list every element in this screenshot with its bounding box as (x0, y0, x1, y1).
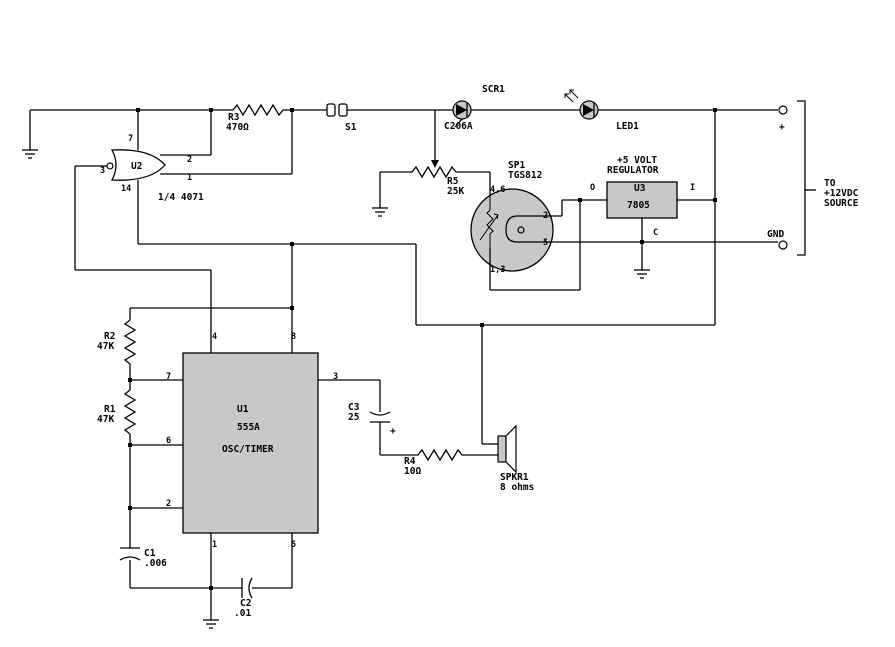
c3-ref: C3 (348, 402, 360, 413)
u2-pin1: 1 (187, 173, 192, 183)
plus-terminal (778, 105, 788, 115)
r2-value: 47K (97, 341, 114, 352)
gnd-label: GND (767, 229, 784, 240)
u3-title-line2: REGULATOR (607, 165, 659, 176)
spkr1-value: 8 ohms (500, 482, 534, 493)
r4-resistor (410, 448, 498, 462)
u2-pin3: 3 (100, 166, 105, 176)
u1-pin1: 1 (212, 540, 217, 550)
u2-pin7: 7 (128, 134, 133, 144)
r4-value: 10Ω (404, 466, 421, 477)
sp1-gas-sensor (470, 188, 554, 272)
u1-pin4: 4 (212, 332, 217, 342)
u2-part: 1/4 4071 (158, 192, 204, 203)
u3-ref: U3 (634, 183, 646, 194)
c1-value: .006 (144, 558, 167, 569)
r5-potentiometer (400, 165, 490, 179)
sp1-ref: SP1 (508, 160, 525, 171)
u2-pin14: 14 (121, 184, 131, 194)
c3-polarity: + (390, 426, 396, 437)
u1-pin2: 2 (166, 499, 171, 509)
c3-value: 25 (348, 412, 360, 423)
u1-desc: OSC/TIMER (222, 444, 274, 455)
spkr1-speaker (497, 424, 517, 474)
sp1-part: TGS812 (508, 170, 542, 181)
r5-value: 25K (447, 186, 464, 197)
r1-value: 47K (97, 414, 114, 425)
u3-ground-symbol (634, 269, 650, 279)
source-label-line2: +12VDC (824, 188, 859, 199)
r1-ref: R1 (104, 404, 116, 415)
c3-capacitor (369, 411, 391, 423)
r3-ref: R3 (228, 112, 240, 123)
s1-ref: S1 (345, 122, 357, 133)
sp1-pin-5: 5 (543, 238, 548, 248)
bottom-ground-symbol (203, 619, 219, 629)
c2-capacitor (241, 577, 253, 599)
scr1-part: C206A (444, 121, 473, 132)
r5-ground-symbol (372, 207, 388, 217)
led1-ref: LED1 (616, 121, 639, 132)
u1-pin6: 6 (166, 436, 171, 446)
u1-pin8: 8 (291, 332, 296, 342)
sp1-pin-1-3: 1,3 (490, 265, 505, 275)
c2-ref: C2 (240, 598, 251, 609)
s1-switch (326, 103, 348, 117)
u3-pin-o: O (590, 183, 595, 193)
junction-dots (128, 108, 717, 590)
u1-left-wiring (129, 379, 293, 620)
scr1-ref: SCR1 (482, 84, 505, 95)
r2-ref: R2 (104, 331, 115, 342)
source-label-line3: SOURCE (824, 198, 859, 209)
u1-pin3: 3 (333, 372, 338, 382)
spkr1-ref: SPKR1 (500, 472, 529, 483)
r1-resistor (123, 380, 137, 445)
plus-label: + (779, 122, 785, 133)
u1-ref: U1 (237, 404, 249, 415)
u1-part: 555A (237, 422, 260, 433)
u3-part: 7805 (627, 200, 650, 211)
scr1-thyristor (452, 100, 472, 128)
led1-diode (564, 89, 599, 120)
r3-value: 470Ω (226, 122, 249, 133)
ground-symbol (22, 149, 38, 159)
u3-pin-c: C (653, 228, 658, 238)
u1-555-timer (182, 352, 319, 534)
u1-pin7: 7 (166, 372, 171, 382)
source-bracket (797, 100, 806, 256)
c1-ref: C1 (144, 548, 156, 559)
c1-capacitor (119, 547, 141, 561)
r4-ref: R4 (404, 456, 416, 467)
u1-pin5: 5 (291, 540, 296, 550)
c3-wiring (318, 325, 498, 456)
u3-title-line1: +5 VOLT (617, 155, 657, 166)
u3-pin-i: I (690, 183, 695, 193)
source-label-line1: TO (824, 178, 836, 189)
c2-value: .01 (234, 608, 251, 619)
r5-ref: R5 (447, 176, 459, 187)
gnd-terminal (778, 240, 788, 250)
top-rail (29, 109, 778, 150)
r2-resistor (123, 308, 137, 380)
u2-ref: U2 (131, 161, 142, 172)
r3-resistor (232, 103, 292, 117)
u3-regulator (606, 181, 678, 219)
sp1-pin-4-6: 4,6 (490, 185, 505, 195)
u2-wiring (74, 110, 716, 353)
u2-pin2: 2 (187, 155, 192, 165)
